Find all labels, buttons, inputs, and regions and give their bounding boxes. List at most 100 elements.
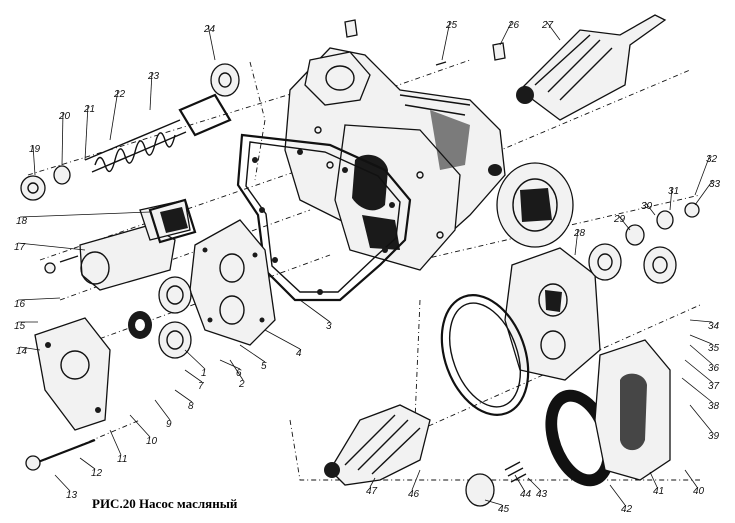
callout-leader-37 <box>684 359 713 383</box>
callout-leader-30 <box>644 201 656 216</box>
drive-gear-9 <box>128 311 152 339</box>
callout-leader-19 <box>32 144 36 176</box>
callout-number-33: 33 <box>709 179 721 190</box>
callout-leader-43 <box>527 477 541 491</box>
callout-number-38: 38 <box>708 401 720 412</box>
callout-leader-22 <box>109 89 119 141</box>
callout-number-29: 29 <box>613 214 626 225</box>
fasteners-left <box>25 255 96 471</box>
callout-leader-34 <box>689 319 713 323</box>
figure-caption: РИС.20 Насос масляный <box>92 496 238 511</box>
pump-housing <box>284 47 574 271</box>
callout-number-32: 32 <box>706 154 718 165</box>
callout-number-17: 17 <box>14 242 26 253</box>
callout-leader-36 <box>689 344 713 365</box>
callout-number-6: 6 <box>236 368 242 379</box>
callout-number-31: 31 <box>668 186 679 197</box>
plug-assembly-bottom <box>465 461 527 507</box>
bearings-left <box>158 276 192 359</box>
callout-number-30: 30 <box>641 201 653 212</box>
callout-number-14: 14 <box>16 346 28 357</box>
callout-number-4: 4 <box>296 348 302 359</box>
end-cover-41 <box>594 339 671 481</box>
callout-leader-4 <box>264 329 301 350</box>
bearings-right <box>588 202 700 284</box>
callout-leader-26 <box>499 20 513 46</box>
callout-leader-32 <box>694 154 711 196</box>
callout-leader-2 <box>229 359 244 381</box>
callout-leader-24 <box>207 24 216 61</box>
callout-leader-35 <box>689 334 713 345</box>
callout-number-10: 10 <box>146 436 158 447</box>
gear-shaft-47 <box>324 404 431 486</box>
callout-number-34: 34 <box>708 321 720 332</box>
gear-shaft-27 <box>516 14 667 121</box>
callout-leader-28 <box>574 228 579 256</box>
callout-leader-10 <box>129 414 151 438</box>
callout-number-44: 44 <box>520 489 532 500</box>
valve-assembly-top-left <box>20 63 240 201</box>
callout-number-42: 42 <box>621 504 633 515</box>
callout-leader-12 <box>79 457 96 470</box>
callout-leader-6 <box>219 359 241 370</box>
callout-number-37: 37 <box>708 381 720 392</box>
cover-plate-4 <box>189 219 276 346</box>
callout-number-46: 46 <box>408 489 420 500</box>
callout-number-45: 45 <box>498 504 510 515</box>
callout-leader-21 <box>84 104 89 161</box>
callout-leader-40 <box>684 469 698 488</box>
callout-leader-17 <box>17 242 86 251</box>
callout-leader-45 <box>484 499 503 506</box>
callout-number-26: 26 <box>507 20 520 31</box>
callout-leader-11 <box>109 429 122 456</box>
callout-number-12: 12 <box>91 468 103 479</box>
callout-number-40: 40 <box>693 486 705 497</box>
callout-number-15: 15 <box>14 321 26 332</box>
callout-number-19: 19 <box>29 144 41 155</box>
callout-leader-7 <box>184 369 203 383</box>
gasket-46 <box>440 294 530 416</box>
callout-leader-23 <box>149 71 153 111</box>
callout-leader-47 <box>369 477 376 488</box>
callout-number-3: 3 <box>326 321 332 332</box>
callout-leader-3 <box>299 299 331 323</box>
callout-number-28: 28 <box>573 228 586 239</box>
callout-number-47: 47 <box>366 486 378 497</box>
callout-leader-9 <box>154 399 171 421</box>
callout-number-36: 36 <box>708 363 720 374</box>
callout-leader-16 <box>17 297 61 301</box>
callout-number-13: 13 <box>66 490 78 501</box>
callout-leader-13 <box>54 474 71 492</box>
callout-leader-1 <box>184 349 206 370</box>
callout-leader-33 <box>694 179 714 206</box>
callout-leader-27 <box>545 20 561 41</box>
callout-leader-46 <box>411 469 421 491</box>
callout-leader-8 <box>174 389 193 403</box>
gasket-18 <box>148 198 197 244</box>
callout-leader-31 <box>669 186 673 211</box>
bolts-top <box>344 19 506 66</box>
callout-leader-29 <box>617 214 631 231</box>
callout-leader-25 <box>441 20 451 61</box>
callout-number-2: 2 <box>238 379 245 390</box>
callout-leader-42 <box>609 484 626 506</box>
callout-number-20: 20 <box>58 111 71 122</box>
callout-number-18: 18 <box>16 216 28 227</box>
callout-number-1: 1 <box>201 368 207 379</box>
callout-number-24: 24 <box>203 24 216 35</box>
callout-leader-5 <box>239 344 266 363</box>
callout-leader-41 <box>649 471 658 488</box>
callout-number-25: 25 <box>445 20 458 31</box>
callout-number-9: 9 <box>166 419 172 430</box>
callout-number-43: 43 <box>536 489 548 500</box>
callout-number-7: 7 <box>198 381 204 392</box>
callout-leader-39 <box>689 404 713 433</box>
callout-leader-14 <box>19 346 41 351</box>
callout-number-11: 11 <box>117 454 127 465</box>
callout-leader-20 <box>61 111 64 166</box>
gasket-3 <box>236 133 412 302</box>
callout-number-21: 21 <box>83 104 95 115</box>
